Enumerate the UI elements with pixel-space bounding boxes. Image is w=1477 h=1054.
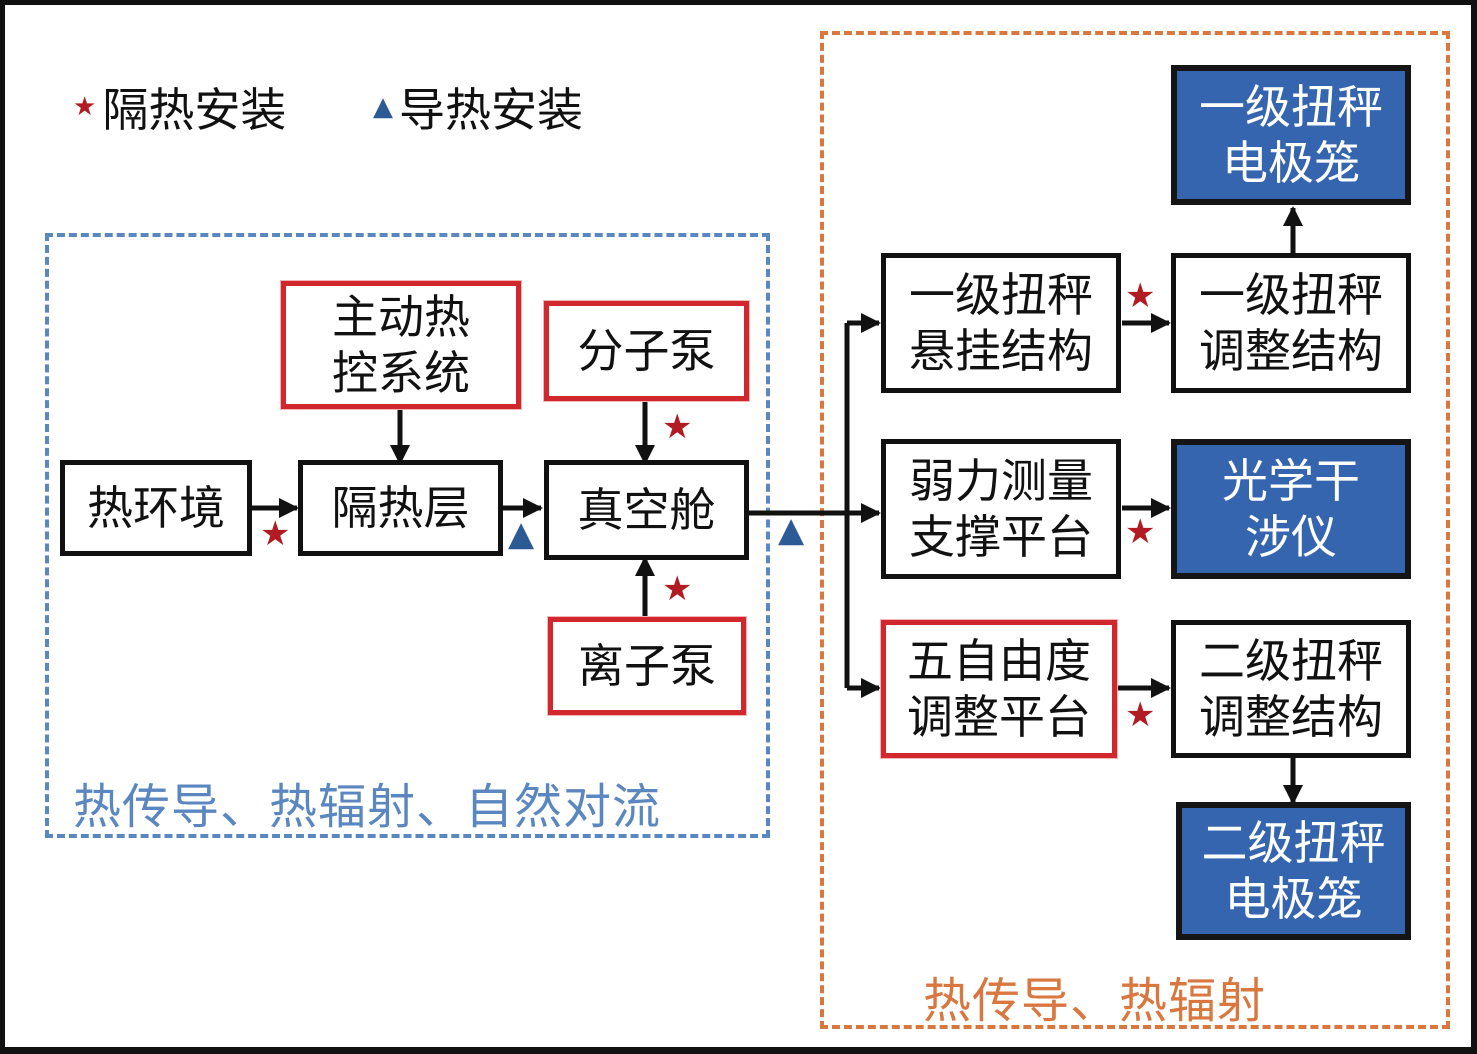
node-thermal-environment: 热环境 — [60, 460, 252, 556]
node-molecular-pump: 分子泵 — [543, 300, 750, 402]
node-secondary-adjust: 二级扭秤 调整结构 — [1171, 620, 1411, 758]
node-label: 热环境 — [87, 481, 225, 535]
triangle-icon: ▲ — [778, 510, 805, 550]
triangle-icon: ▲ — [508, 514, 535, 554]
node-weak-force-platform: 弱力测量 支撑平台 — [881, 439, 1121, 579]
star-icon: ★ — [662, 407, 693, 447]
region-left-label: 热传导、热辐射、自然对流 — [73, 779, 662, 835]
connector-layer — [250, 206, 1303, 805]
node-label: 一级扭秤 电极笼 — [1199, 80, 1383, 190]
node-label: 弱力测量 支撑平台 — [909, 454, 1093, 564]
legend-insulated: ★ 隔热安装 — [73, 77, 286, 137]
star-icon: ★ — [1125, 695, 1156, 735]
node-primary-electrode-cage: 一级扭秤 电极笼 — [1171, 65, 1411, 205]
node-label: 一级扭秤 悬挂结构 — [909, 268, 1093, 378]
node-label: 主动热 控系统 — [332, 290, 470, 400]
region-right-label: 热传导、热辐射 — [923, 973, 1267, 1029]
node-primary-suspension: 一级扭秤 悬挂结构 — [881, 253, 1121, 393]
node-secondary-electrode-cage: 二级扭秤 电极笼 — [1176, 802, 1411, 940]
node-ion-pump: 离子泵 — [547, 616, 747, 716]
node-label: 分子泵 — [577, 324, 716, 378]
node-label: 光学干 涉仪 — [1222, 454, 1360, 564]
region-left — [45, 233, 770, 838]
star-icon: ★ — [662, 569, 693, 609]
diagram-canvas: ★ 隔热安装 ▲ 导热安装 热传导、热辐射、自然对流 热传导、热辐射 — [5, 5, 1471, 1047]
legend-insulated-label: 隔热安装 — [102, 83, 287, 137]
node-interferometer: 光学干 涉仪 — [1171, 439, 1411, 579]
triangle-icon: ▲ — [373, 92, 393, 122]
node-active-thermal-control: 主动热 控系统 — [280, 280, 522, 410]
node-label: 一级扭秤 调整结构 — [1199, 268, 1383, 378]
node-primary-adjust: 一级扭秤 调整结构 — [1171, 253, 1411, 393]
star-icon: ★ — [73, 92, 97, 122]
node-vacuum-chamber: 真空舱 — [544, 460, 749, 560]
star-icon: ★ — [1125, 512, 1156, 552]
node-label: 二级扭秤 电极笼 — [1201, 816, 1386, 926]
node-five-dof-platform: 五自由度 调整平台 — [880, 619, 1118, 759]
star-icon: ★ — [260, 514, 291, 554]
node-label: 隔热层 — [331, 481, 470, 535]
node-insulation-layer: 隔热层 — [298, 460, 503, 556]
star-icon: ★ — [1125, 276, 1156, 316]
node-label: 二级扭秤 调整结构 — [1199, 634, 1383, 744]
node-label: 离子泵 — [578, 639, 716, 693]
legend-conductive: ▲ 导热安装 — [373, 77, 583, 137]
node-label: 五自由度 调整平台 — [907, 634, 1091, 744]
legend-conductive-label: 导热安装 — [399, 83, 583, 137]
region-right — [820, 31, 1450, 1029]
node-label: 真空舱 — [577, 483, 716, 537]
